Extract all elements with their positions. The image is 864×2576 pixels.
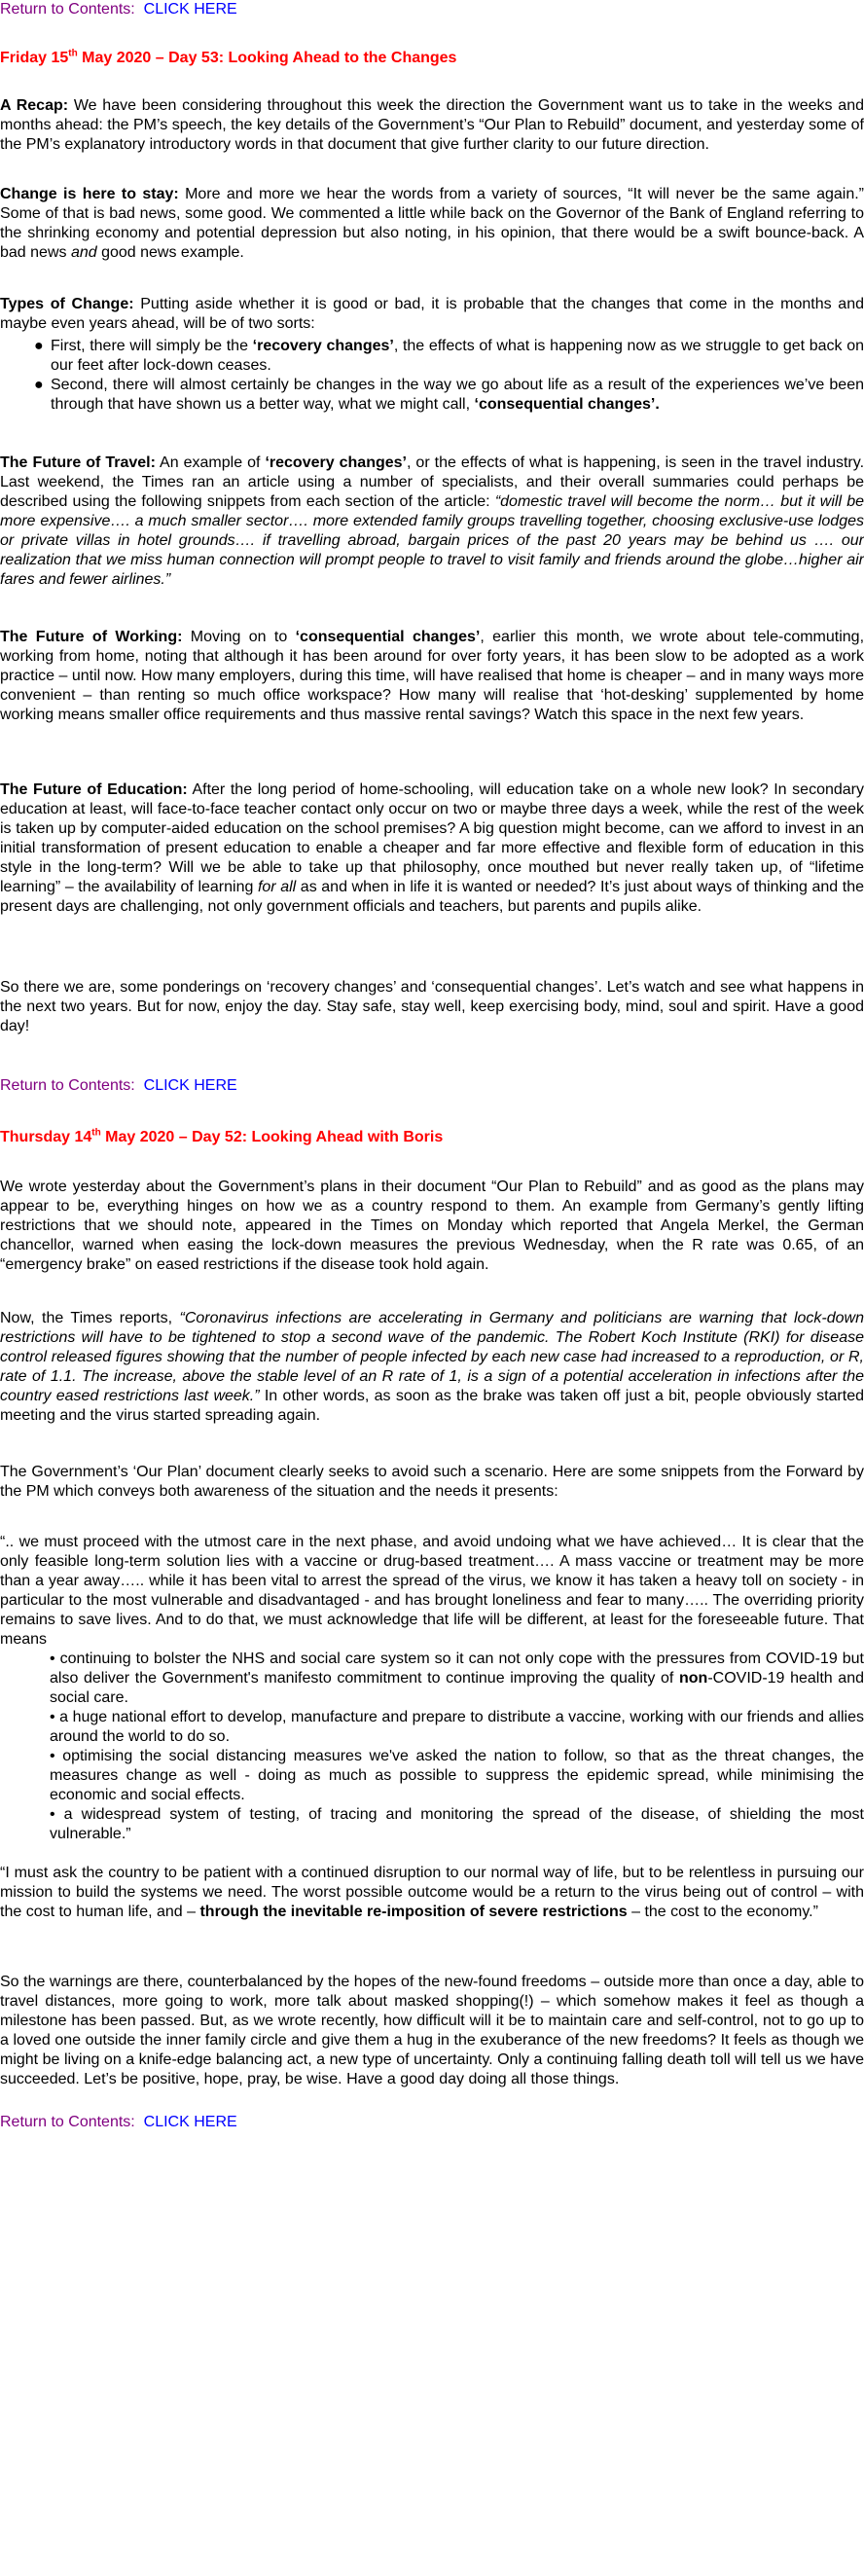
- working-text: Moving on to: [182, 629, 296, 645]
- bullet-icon: ●: [34, 377, 44, 393]
- day52-heading: Thursday 14th May 2020 – Day 52: Looking…: [0, 1128, 864, 1147]
- day52-paragraph-2: Now, the Times reports, “Coronavirus inf…: [0, 1309, 864, 1426]
- travel-bold: ‘recovery changes’: [265, 454, 407, 471]
- click-here-link[interactable]: CLICK HERE: [143, 1077, 237, 1094]
- p2-text: In other words, as soon as the brake was…: [0, 1388, 864, 1424]
- education-lead: The Future of Education:: [0, 781, 188, 798]
- closing-paragraph: So there we are, some ponderings on ‘rec…: [0, 979, 864, 1034]
- click-here-link[interactable]: CLICK HERE: [143, 2114, 237, 2130]
- p4-bold: through the inevitable re-imposition of …: [199, 1904, 628, 1920]
- heading-text: Friday 15: [0, 50, 69, 66]
- pm-quote-list: • continuing to bolster the NHS and soci…: [50, 1650, 864, 1844]
- recap-lead: A Recap:: [0, 97, 69, 114]
- item-text: First, there will simply be the: [51, 338, 253, 354]
- pm-quote-paragraph: “.. we must proceed with the utmost care…: [0, 1534, 864, 1648]
- types-paragraph: Types of Change: Putting aside whether i…: [0, 295, 864, 334]
- p4-text: “I must ask the country to be patient wi…: [0, 1865, 864, 1920]
- list-item: • a huge national effort to develop, man…: [50, 1708, 864, 1747]
- travel-text: An example of: [155, 454, 266, 471]
- education-text: After the long period of home-schooling,…: [0, 781, 864, 895]
- item-text: a huge national effort to develop, manuf…: [50, 1709, 864, 1745]
- heading-text: May 2020 – Day 52: Looking Ahead with Bo…: [100, 1129, 444, 1145]
- item-text: optimising the social distancing measure…: [50, 1748, 864, 1803]
- return-to-contents: Return to Contents: CLICK HERE: [0, 0, 864, 19]
- item-bold: ‘recovery changes’: [252, 338, 394, 354]
- types-lead: Types of Change:: [0, 296, 134, 312]
- recap-text: We have been considering throughout this…: [0, 97, 864, 153]
- change-text: good news example.: [96, 244, 244, 261]
- change-text: More and more we hear the words from a v…: [0, 186, 864, 261]
- types-text: Putting aside whether it is good or bad,…: [0, 296, 864, 332]
- return-label: Return to Contents:: [0, 2114, 135, 2130]
- travel-lead: The Future of Travel:: [0, 454, 156, 471]
- recap-paragraph: A Recap: We have been considering throug…: [0, 96, 864, 155]
- item-bold: ‘consequential changes’.: [474, 396, 660, 413]
- education-italic: for all: [257, 879, 297, 895]
- list-item: • optimising the social distancing measu…: [50, 1747, 864, 1805]
- click-here-link[interactable]: CLICK HERE: [143, 1, 237, 18]
- day52-paragraph-3: The Government’s ‘Our Plan’ document cle…: [0, 1464, 864, 1500]
- travel-text: , or the effects of what is happening, i…: [0, 454, 864, 510]
- types-list: ● First, there will simply be the ‘recove…: [34, 337, 864, 415]
- working-lead: The Future of Working:: [0, 629, 183, 645]
- bullet-icon: •: [50, 1806, 55, 1823]
- item-text: Second, there will almost certainly be c…: [51, 377, 864, 413]
- item-bold: non: [678, 1670, 708, 1687]
- heading-text: Thursday 14: [0, 1129, 92, 1145]
- item-text: , the effects of what is happening now a…: [51, 338, 864, 374]
- change-and: and: [70, 244, 97, 261]
- list-item: ● First, there will simply be the ‘recove…: [34, 337, 864, 376]
- bullet-icon: •: [50, 1709, 55, 1725]
- p2-quote: “Coronavirus infections are accelerating…: [0, 1310, 864, 1404]
- return-label: Return to Contents:: [0, 1, 135, 18]
- return-to-contents: Return to Contents: CLICK HERE: [0, 2113, 864, 2132]
- list-item: ● Second, there will almost certainly be …: [34, 376, 864, 415]
- working-text: , earlier this month, we wrote about tel…: [0, 629, 864, 723]
- working-bold: ‘consequential changes’: [295, 629, 481, 645]
- travel-paragraph: The Future of Travel: An example of ‘rec…: [0, 454, 864, 590]
- day52-paragraph-4: “I must ask the country to be patient wi…: [0, 1864, 864, 1922]
- item-text: -COVID-19 health and social care.: [50, 1670, 864, 1706]
- day53-heading: Friday 15th May 2020 – Day 53: Looking A…: [0, 49, 864, 68]
- day52-paragraph-5: So the warnings are there, counterbalanc…: [0, 1974, 864, 2087]
- change-paragraph: Change is here to stay: More and more we…: [0, 185, 864, 263]
- p4-text: – the cost to the economy.”: [627, 1904, 818, 1920]
- list-item: • continuing to bolster the NHS and soci…: [50, 1650, 864, 1708]
- heading-sup: th: [68, 48, 78, 59]
- travel-quote: “domestic travel will become the norm… b…: [0, 493, 864, 588]
- item-text: continuing to bolster the NHS and social…: [50, 1651, 864, 1687]
- return-to-contents: Return to Contents: CLICK HERE: [0, 1076, 864, 1096]
- bullet-icon: •: [50, 1748, 55, 1764]
- return-label: Return to Contents:: [0, 1077, 135, 1094]
- list-item: • a widespread system of testing, of tra…: [50, 1805, 864, 1844]
- change-lead: Change is here to stay:: [0, 186, 179, 202]
- p2-text: Now, the Times reports,: [0, 1310, 180, 1326]
- education-paragraph: The Future of Education: After the long …: [0, 780, 864, 917]
- working-paragraph: The Future of Working: Moving on to ‘con…: [0, 628, 864, 725]
- heading-sup: th: [91, 1127, 101, 1139]
- heading-text: May 2020 – Day 53: Looking Ahead to the …: [77, 50, 457, 66]
- day52-paragraph-1: We wrote yesterday about the Government’…: [0, 1179, 864, 1273]
- education-text: as and when in life it is wanted or need…: [0, 879, 864, 915]
- bullet-icon: •: [50, 1651, 55, 1667]
- item-text: a widespread system of testing, of traci…: [50, 1806, 864, 1842]
- bullet-icon: ●: [34, 338, 44, 354]
